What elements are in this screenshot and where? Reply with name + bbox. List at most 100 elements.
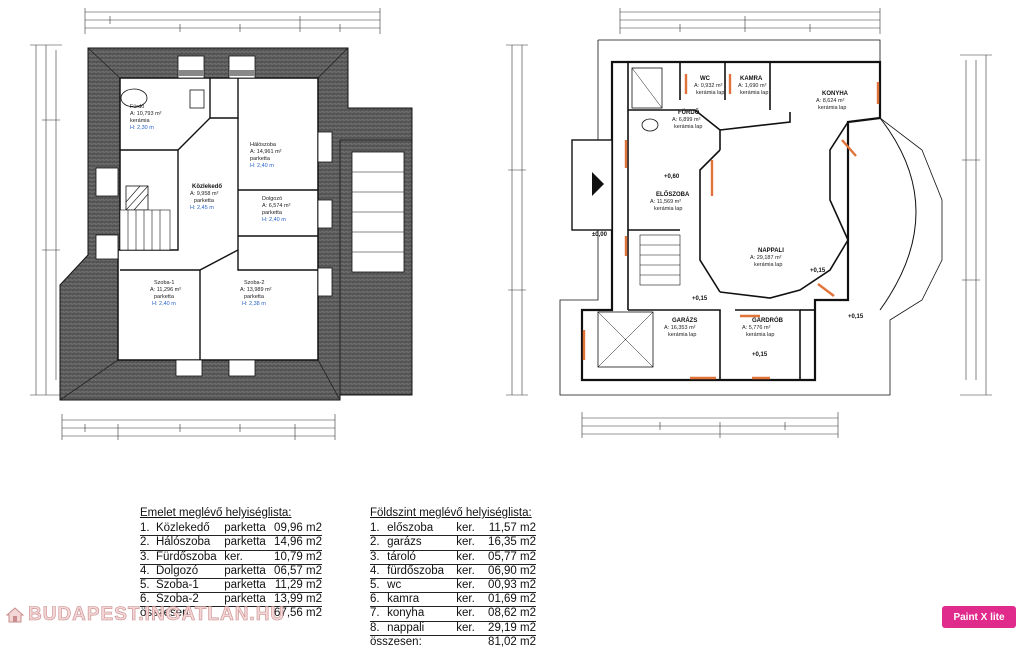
svg-text:A: 9,958 m²: A: 9,958 m² — [190, 191, 219, 197]
list-cell-num: 7. — [370, 606, 388, 622]
room-label-haloszoba: Hálószoba — [250, 142, 277, 148]
list-cell-area: 01,69 m2 — [483, 592, 536, 608]
upper-total-label: összesen: — [140, 607, 192, 620]
room-label-furdo-ground: FÜRDŐ — [678, 109, 700, 116]
list-cell-area: 14,96 m2 — [272, 535, 322, 551]
list-cell-floor: ker. — [456, 564, 484, 580]
list-cell-area: 06,90 m2 — [483, 564, 536, 580]
svg-text:parketta: parketta — [244, 294, 265, 300]
list-cell-area: 08,62 m2 — [483, 606, 536, 622]
list-cell-name: Közlekedő — [155, 522, 225, 537]
svg-text:kerámia lap: kerámia lap — [674, 124, 702, 130]
list-cell-num: 2. — [370, 535, 388, 551]
sink-fixture — [189, 89, 205, 109]
list-cell-floor: ker. — [456, 578, 484, 594]
bathtub-fixture — [120, 88, 148, 108]
ground-total-value: 81,02 m2 — [488, 635, 536, 648]
garage-marker — [597, 311, 654, 368]
list-cell-area: 09,96 m2 — [272, 522, 322, 537]
watermark-text: BUDAPEST.INGATLAN.HU — [28, 604, 286, 626]
upper-list-title: Emelet meglévő helyiséglista: — [140, 507, 292, 519]
ground-stairs — [639, 234, 681, 286]
list-cell-floor: parketta — [224, 578, 273, 594]
room-label-kozlekedo: Közlekedő — [192, 184, 222, 190]
svg-text:A: 8,624 m²: A: 8,624 m² — [816, 98, 845, 104]
ground-list-title: Földszint meglévő helyiséglista: — [370, 507, 532, 519]
svg-text:H: 2,30 m: H: 2,30 m — [130, 125, 154, 131]
ground-total-label: összesen: — [370, 635, 422, 648]
ground-left-dimensions — [506, 44, 528, 396]
list-cell-floor: parketta — [224, 522, 273, 537]
room-label-dolgozo: Dolgozó — [262, 196, 282, 202]
ground-list-total: összesen: 81,02 m2 — [370, 636, 536, 649]
list-cell-area: 11,57 m2 — [483, 522, 536, 537]
list-cell-name: garázs — [387, 535, 457, 551]
list-cell-num: 5. — [370, 578, 388, 594]
upper-room-labels: Fürdő A: 10,793 m² kerámia H: 2,30 m Hál… — [130, 104, 291, 307]
level-marker: +0,15 — [692, 296, 708, 302]
room-label-eloszoba: ELŐSZOBA — [656, 191, 690, 198]
list-cell-floor: ker. — [456, 621, 484, 636]
roof-hip-lines — [59, 47, 349, 401]
svg-text:A: 5,776 m²: A: 5,776 m² — [742, 325, 771, 331]
list-cell-num: 8. — [370, 621, 388, 636]
list-cell-num: 5. — [140, 578, 156, 594]
level-marker: +0,15 — [848, 314, 864, 320]
list-cell-name: Dolgozó — [155, 564, 225, 580]
svg-text:H: 2,40 m: H: 2,40 m — [250, 163, 274, 169]
ground-bottom-dimensions — [581, 412, 839, 438]
house-logo-icon — [6, 607, 24, 623]
list-cell-name: fürdőszoba — [387, 564, 457, 580]
upper-floor-plan: Fürdő A: 10,793 m² kerámia H: 2,30 m Hál… — [30, 8, 413, 440]
upper-room-list: Emelet meglévő helyiséglista: 1.Közleked… — [140, 507, 322, 621]
ground-room-labels: WC A: 0,932 m² kerámia lap KAMRA A: 1,69… — [650, 76, 849, 338]
room-label-szoba-1: Szoba-1 — [154, 280, 175, 286]
budapest-ingatlan-watermark: BUDAPEST.INGATLAN.HU — [6, 604, 285, 626]
ground-outer-walls — [580, 60, 882, 382]
list-cell-name: Szoba-2 — [155, 592, 225, 608]
svg-text:A: 11,296 m²: A: 11,296 m² — [150, 287, 181, 293]
list-cell-floor: ker. — [456, 550, 484, 565]
list-cell-name: tároló — [387, 550, 457, 565]
list-cell-name: Hálószoba — [155, 535, 225, 551]
ground-floor-plan: WC A: 0,932 m² kerámia lap KAMRA A: 1,69… — [506, 8, 992, 438]
room-label-szoba-2: Szoba-2 — [244, 280, 265, 286]
list-cell-floor: ker. — [456, 592, 484, 608]
floor-plans-drawing: Fürdő A: 10,793 m² kerámia H: 2,30 m Hál… — [30, 8, 992, 440]
annex-roof — [339, 139, 413, 396]
room-label-furdo: Fürdő — [130, 104, 144, 110]
list-cell-num: 4. — [140, 564, 156, 580]
room-label-kamra: KAMRA — [740, 76, 763, 82]
list-cell-area: 05,77 m2 — [483, 550, 536, 565]
list-cell-floor: ker. — [224, 550, 273, 565]
svg-text:H: 2,40 m: H: 2,40 m — [262, 217, 286, 223]
list-cell-name: konyha — [387, 606, 457, 622]
svg-text:kerámia lap: kerámia lap — [696, 90, 724, 96]
list-cell-floor: parketta — [224, 564, 273, 580]
list-cell-name: előszoba — [387, 522, 457, 537]
list-cell-area: 00,93 m2 — [483, 578, 536, 594]
upper-list-total: összesen: 67,56 m2 — [140, 607, 322, 620]
svg-text:A: 29,187 m²: A: 29,187 m² — [750, 255, 782, 261]
svg-text:kerámia lap: kerámia lap — [746, 332, 774, 338]
svg-text:H: 2,38 m: H: 2,38 m — [242, 301, 266, 307]
list-cell-num: 3. — [370, 550, 388, 565]
list-cell-floor: ker. — [456, 606, 484, 622]
upper-windows — [95, 55, 333, 377]
svg-text:kerámia lap: kerámia lap — [654, 206, 682, 212]
list-cell-area: 16,35 m2 — [483, 535, 536, 551]
ground-right-dimensions — [960, 54, 992, 396]
level-marker: ±0,00 — [592, 232, 608, 238]
level-markers: +0,60 ±0,00 +0,15 +0,15 +0,15 +0,15 — [592, 174, 864, 358]
upper-top-dimensions — [84, 8, 381, 34]
